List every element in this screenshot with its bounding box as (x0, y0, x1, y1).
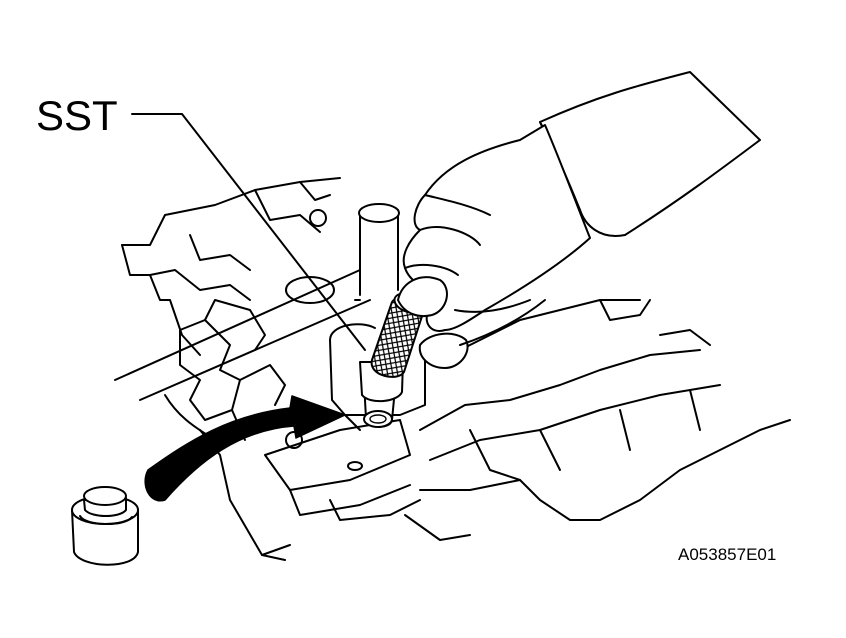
sst-callout-label: SST (36, 92, 118, 139)
cylindrical-plug-part-illustration (71, 486, 139, 566)
hand-illustration (397, 71, 761, 369)
special-service-tool-illustration (359, 292, 425, 428)
curved-installation-arrow (144, 395, 346, 502)
figure-code-label: A053857E01 (678, 545, 776, 564)
sst-leader-line (131, 113, 366, 351)
valve-body-housing-illustration (114, 177, 791, 561)
